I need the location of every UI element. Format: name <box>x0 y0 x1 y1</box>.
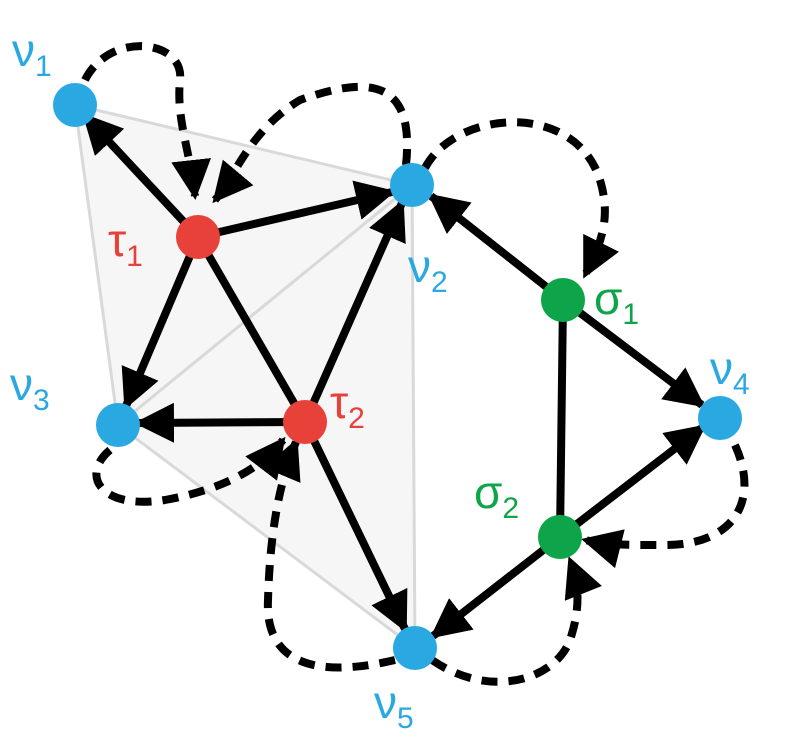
edge-s1-s2 <box>556 299 567 538</box>
node-v2 <box>390 163 434 207</box>
node-layer <box>53 83 742 670</box>
label-s2: σ2 <box>474 466 519 525</box>
edge-layer <box>82 113 707 640</box>
label-v3: ν3 <box>10 358 50 417</box>
edge-t1-v3 <box>121 235 202 410</box>
node-s2 <box>538 515 582 559</box>
dashed-loop-layer <box>81 42 749 686</box>
edge-t1-t2 <box>194 234 309 425</box>
label-s1: σ1 <box>594 272 639 331</box>
edge-s2-v4 <box>557 423 707 541</box>
dashed-loop-v3-t2 <box>92 436 287 506</box>
label-v2: ν2 <box>408 240 448 299</box>
node-v5 <box>393 626 437 670</box>
label-v5: ν5 <box>374 676 414 735</box>
edge-t2-v3 <box>134 402 306 443</box>
edge-t1-v1 <box>82 113 201 240</box>
node-t1 <box>176 215 220 259</box>
face-v2-v3-v5 <box>115 181 417 652</box>
label-t1: τ1 <box>108 214 143 273</box>
dashed-loop-v5-s2 <box>429 556 602 686</box>
dashed-loop-v4-s2 <box>581 443 749 569</box>
edge-s1-v4 <box>560 296 706 409</box>
node-s1 <box>541 278 585 322</box>
edge-t1-v2 <box>197 180 396 241</box>
label-v1: ν1 <box>12 24 52 83</box>
edge-t2-v2 <box>301 199 406 424</box>
edge-t2-v5 <box>301 420 409 633</box>
node-v1 <box>53 83 97 127</box>
edge-s1-v2 <box>427 192 566 304</box>
node-v3 <box>96 403 140 447</box>
node-t2 <box>283 400 327 444</box>
dashed-loop-v1-t1 <box>81 42 211 200</box>
label-layer: ν1 ν2 ν3 ν4 ν5 τ1 τ2 σ1 σ2 <box>10 24 750 735</box>
label-v4: ν4 <box>710 342 750 401</box>
node-v4 <box>698 396 742 440</box>
dashed-loop-v5-t2 <box>263 438 396 672</box>
label-t2: τ2 <box>330 376 365 435</box>
edge-s2-v5 <box>429 533 563 640</box>
dashed-loop-v2-s1 <box>421 118 619 279</box>
face-layer <box>73 103 417 652</box>
